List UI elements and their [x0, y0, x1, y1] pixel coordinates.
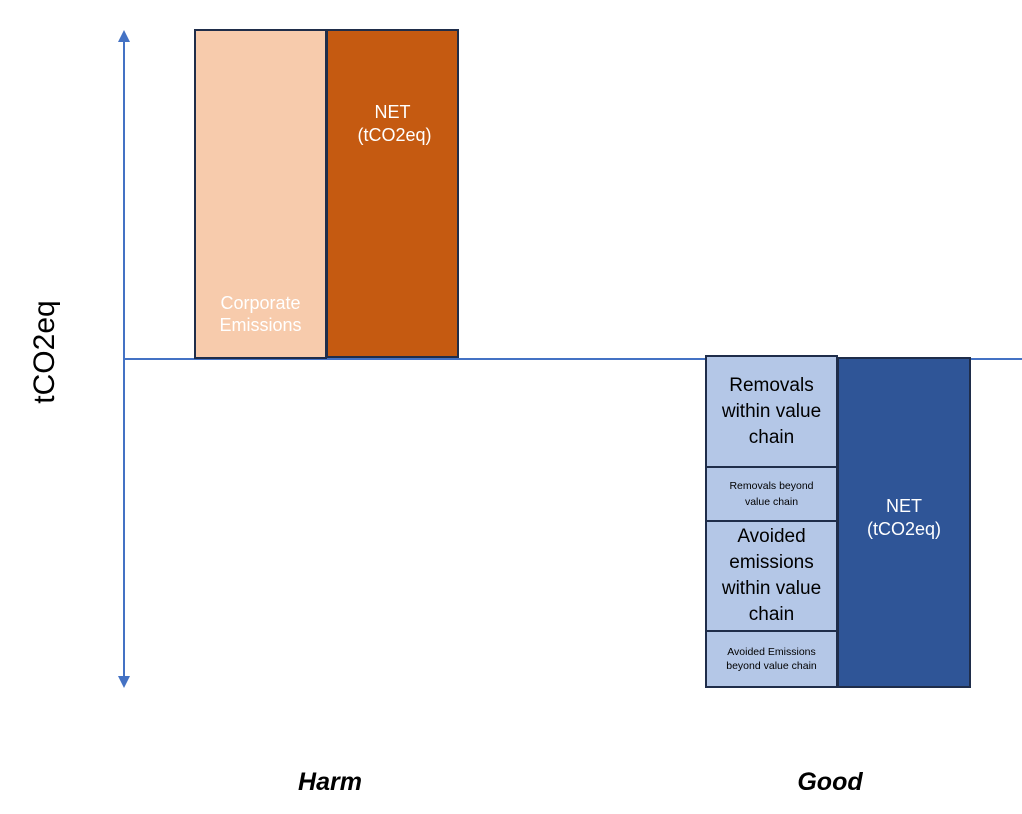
corporate-emissions-label: Corporate Emissions [219, 292, 302, 336]
avoided-beyond-box: Avoided Emissions beyond value chain [705, 630, 838, 688]
removals-beyond-label: Removals beyond value chain [729, 480, 814, 508]
arrow-up-icon [118, 30, 130, 42]
avoided-beyond-label: Avoided Emissions beyond value chain [726, 646, 817, 672]
avoided-within-box: Avoided emissions within value chain [705, 520, 838, 632]
harm-net-label: NET (tCO2eq) [357, 102, 432, 145]
y-axis [123, 38, 125, 678]
removals-within-label: Removals within value chain [721, 374, 822, 448]
harm-net-box: NET (tCO2eq) [326, 29, 459, 358]
good-net-label: NET (tCO2eq) [866, 496, 942, 539]
category-good: Good [797, 768, 863, 796]
good-net-box: NET (tCO2eq) [837, 357, 971, 688]
removals-within-box: Removals within value chain [705, 355, 838, 468]
y-axis-label: tCO2eq [28, 300, 61, 404]
avoided-within-label: Avoided emissions within value chain [721, 526, 822, 625]
zero-baseline [124, 358, 1022, 360]
category-harm: Harm [298, 768, 362, 796]
corporate-emissions-box: Corporate Emissions [194, 29, 327, 359]
arrow-down-icon [118, 676, 130, 688]
removals-beyond-box: Removals beyond value chain [705, 466, 838, 522]
